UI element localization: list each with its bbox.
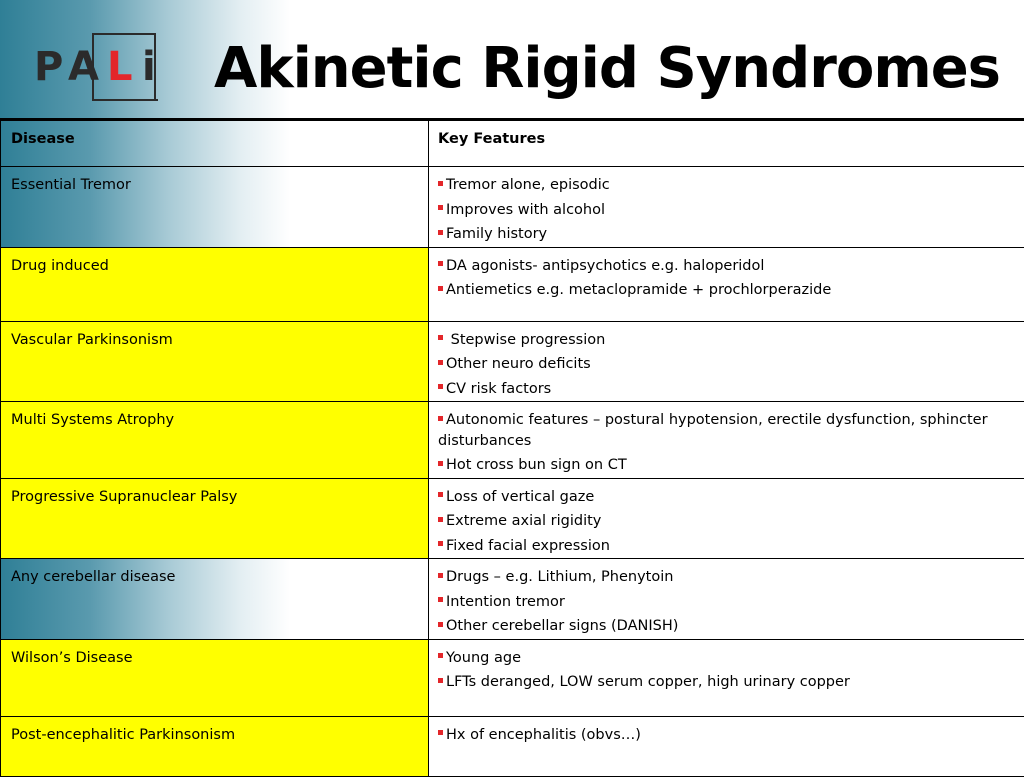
feature-item: Hx of encephalitis (obvs…) bbox=[438, 723, 1016, 748]
header-disease: Disease bbox=[1, 120, 429, 167]
feature-item: CV risk factors bbox=[438, 377, 1016, 402]
bullet-icon bbox=[438, 678, 443, 683]
feature-text: Intention tremor bbox=[446, 594, 565, 610]
bullet-icon bbox=[438, 205, 443, 210]
feature-item: Tremor alone, episodic bbox=[438, 173, 1016, 198]
bullet-icon bbox=[438, 653, 443, 658]
bullet-icon bbox=[438, 286, 443, 291]
bullet-icon bbox=[438, 517, 443, 522]
bullet-icon bbox=[438, 730, 443, 735]
bullet-icon bbox=[438, 461, 443, 466]
feature-text: DA agonists- antipsychotics e.g. haloper… bbox=[446, 258, 764, 274]
feature-item: Other cerebellar signs (DANISH) bbox=[438, 614, 1016, 639]
header-key-features: Key Features bbox=[429, 120, 1024, 167]
feature-text: Improves with alcohol bbox=[446, 202, 605, 218]
feature-item: Fixed facial expression bbox=[438, 534, 1016, 559]
feature-item: Antiemetics e.g. metaclopramide + prochl… bbox=[438, 278, 1016, 303]
feature-text: CV risk factors bbox=[446, 381, 551, 397]
feature-item: Other neuro deficits bbox=[438, 352, 1016, 377]
disease-cell: Progressive Supranuclear Palsy bbox=[1, 478, 429, 559]
slide-title: Akinetic Rigid Syndromes bbox=[214, 34, 1000, 104]
feature-item: Improves with alcohol bbox=[438, 198, 1016, 223]
bullet-icon bbox=[438, 230, 443, 235]
feature-text: Drugs – e.g. Lithium, Phenytoin bbox=[446, 569, 673, 585]
table-row: Post-encephalitic Parkinsonism Hx of ence… bbox=[1, 716, 1024, 776]
feature-item: Hot cross bun sign on CT bbox=[438, 453, 1016, 478]
feature-text: LFTs deranged, LOW serum copper, high ur… bbox=[446, 674, 850, 690]
feature-text: Hx of encephalitis (obvs…) bbox=[446, 727, 641, 743]
bullet-icon bbox=[438, 597, 443, 602]
feature-item: Intention tremor bbox=[438, 590, 1016, 615]
disease-cell: Multi Systems Atrophy bbox=[1, 402, 429, 479]
bullet-icon bbox=[438, 416, 443, 421]
feature-item: LFTs deranged, LOW serum copper, high ur… bbox=[438, 670, 1016, 695]
feature-text: Hot cross bun sign on CT bbox=[446, 457, 627, 473]
feature-item: Stepwise progression bbox=[438, 328, 1016, 353]
disease-cell: Vascular Parkinsonism bbox=[1, 321, 429, 402]
feature-text: Loss of vertical gaze bbox=[446, 489, 594, 505]
disease-cell: Drug induced bbox=[1, 247, 429, 321]
table-row: Drug induced DA agonists- antipsychotics … bbox=[1, 247, 1024, 321]
feature-text: Family history bbox=[446, 226, 547, 242]
feature-item: Young age bbox=[438, 646, 1016, 671]
feature-text: Tremor alone, episodic bbox=[446, 177, 610, 193]
logo-frame-bottom bbox=[92, 99, 158, 101]
feature-text: Extreme axial rigidity bbox=[446, 513, 601, 529]
logo-letter-p: P bbox=[34, 47, 63, 87]
feature-text: Young age bbox=[446, 650, 521, 666]
bullet-icon bbox=[438, 384, 443, 389]
feature-text: Fixed facial expression bbox=[446, 538, 610, 554]
key-features-cell: DA agonists- antipsychotics e.g. haloper… bbox=[429, 247, 1024, 321]
key-features-cell: Hx of encephalitis (obvs…) bbox=[429, 716, 1024, 776]
bullet-icon bbox=[438, 261, 443, 266]
bullet-icon bbox=[438, 622, 443, 627]
feature-item: Drugs – e.g. Lithium, Phenytoin bbox=[438, 565, 1016, 590]
feature-item: Family history bbox=[438, 222, 1016, 247]
bullet-icon bbox=[438, 360, 443, 365]
bullet-icon bbox=[438, 492, 443, 497]
bullet-icon bbox=[438, 541, 443, 546]
key-features-cell: Autonomic features – postural hypotensio… bbox=[429, 402, 1024, 479]
disease-cell: Essential Tremor bbox=[1, 167, 429, 248]
feature-item: Extreme axial rigidity bbox=[438, 509, 1016, 534]
bullet-icon bbox=[438, 335, 443, 340]
logo-letter-a: A bbox=[68, 47, 99, 87]
logo-letter-i: i bbox=[142, 47, 156, 87]
feature-text: Autonomic features – postural hypotensio… bbox=[438, 412, 992, 449]
bullet-icon bbox=[438, 573, 443, 578]
disease-cell: Post-encephalitic Parkinsonism bbox=[1, 716, 429, 776]
table-header-row: Disease Key Features bbox=[1, 120, 1024, 167]
disease-cell: Any cerebellar disease bbox=[1, 559, 429, 640]
table-row: Vascular Parkinsonism Stepwise progressi… bbox=[1, 321, 1024, 402]
disease-cell: Wilson’s Disease bbox=[1, 639, 429, 716]
feature-item: Autonomic features – postural hypotensio… bbox=[438, 408, 1016, 453]
slide-header: P A L i Akinetic Rigid Syndromes bbox=[0, 0, 1024, 118]
feature-item: DA agonists- antipsychotics e.g. haloper… bbox=[438, 254, 1016, 279]
feature-item: Loss of vertical gaze bbox=[438, 485, 1016, 510]
feature-text: Other cerebellar signs (DANISH) bbox=[446, 618, 678, 634]
feature-text: Stepwise progression bbox=[446, 332, 605, 348]
feature-text: Antiemetics e.g. metaclopramide + prochl… bbox=[446, 282, 831, 298]
pali-logo: P A L i bbox=[34, 33, 164, 105]
logo-letter-l: L bbox=[107, 47, 133, 87]
bullet-icon bbox=[438, 181, 443, 186]
feature-text: Other neuro deficits bbox=[446, 356, 591, 372]
